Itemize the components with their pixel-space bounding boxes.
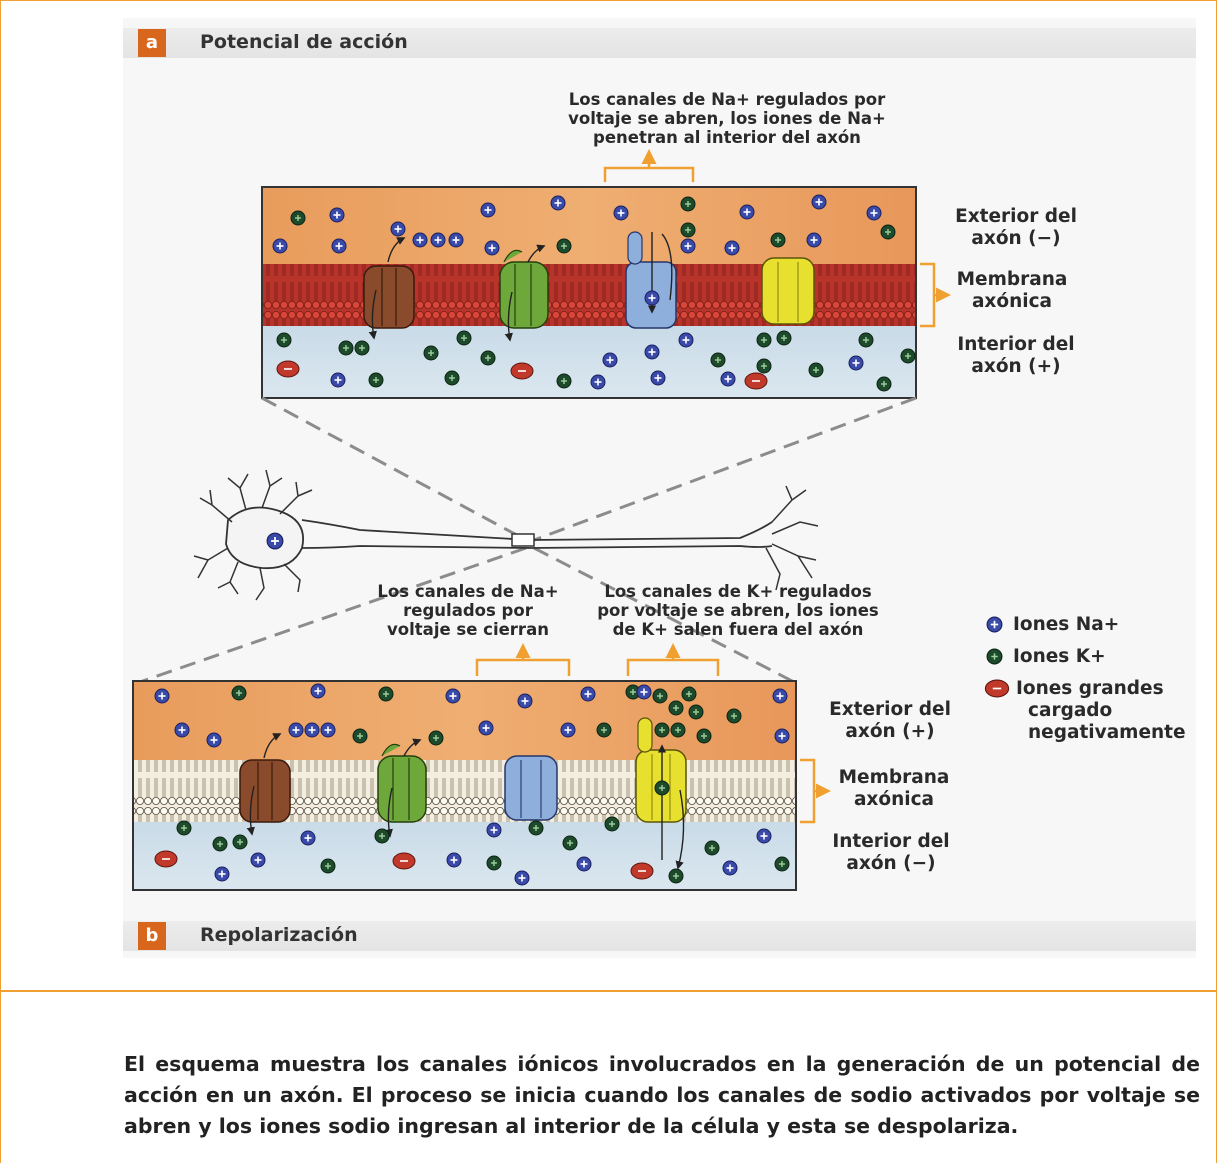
- panel-a-membrane: [262, 264, 916, 326]
- panel-b-channel-blue: [504, 755, 558, 821]
- panel-b-title: Repolarización: [200, 924, 358, 946]
- panel-a-channel-brown: [363, 265, 415, 329]
- zoom-guide-lines: [136, 396, 917, 685]
- panel-b-membrane-label-1: Membrana: [839, 767, 950, 788]
- panel-b-interior: [133, 822, 796, 890]
- panel-a-title: Potencial de acción: [200, 31, 408, 53]
- panel-a-letter: a: [138, 29, 166, 57]
- panel-b-note-left-2: regulados por: [403, 601, 534, 620]
- panel-a-channel-green: [499, 249, 549, 329]
- panel-b-note-left-3: voltaje se cierran: [387, 620, 549, 639]
- caption-divider: [0, 990, 1217, 992]
- panel-b-channel-green: [377, 743, 427, 823]
- caption-text: El esquema muestra los canales iónicos i…: [124, 1051, 1200, 1138]
- panel-b-note-left-1: Los canales de Na+: [377, 582, 558, 601]
- panel-b-diagram: [132, 643, 831, 891]
- panel-a-exterior-label-2: axón (−): [971, 228, 1060, 249]
- panel-a-exterior-label-1: Exterior del: [955, 206, 1077, 227]
- panel-b-header: [123, 921, 1196, 951]
- panel-a-note-line-3: penetran al interior del axón: [593, 128, 861, 147]
- legend-large-ion-icon: [984, 679, 1010, 698]
- panel-b-membrane: [133, 760, 796, 822]
- panel-b-letter: b: [138, 922, 166, 950]
- legend-large-label-2: cargado: [1028, 700, 1112, 721]
- panel-b-interior-label-2: axón (−): [846, 853, 935, 874]
- panel-a-note-line-2: voltaje se abren, los iones de Na+: [568, 109, 886, 128]
- dendrites: [193, 469, 819, 601]
- panel-b-membrane-label-2: axónica: [854, 789, 934, 810]
- legend-large-label-3: negativamente: [1028, 722, 1186, 743]
- panel-a-exterior: [262, 187, 916, 266]
- legend-k-label: Iones K+: [1013, 646, 1106, 667]
- panel-a-flux-arrows: [368, 232, 673, 342]
- panel-b-brackets: [475, 643, 831, 824]
- panel-b-border: [132, 680, 797, 891]
- panel-a-border: [261, 186, 917, 399]
- panel-a-membrane-label-2: axónica: [972, 291, 1052, 312]
- panel-b-exterior-label-2: axón (+): [845, 721, 934, 742]
- panel-b-channel-brown: [239, 759, 291, 823]
- panel-a-top-bracket: [603, 149, 695, 182]
- panel-a-note-line-1: Los canales de Na+ regulados por: [569, 90, 886, 109]
- panel-a-interior-label-2: axón (+): [971, 356, 1060, 377]
- panel-a-header: [123, 28, 1196, 58]
- frame-top-border: [0, 0, 1217, 1]
- panel-b-note-right-3: de K+ salen fuera del axón: [613, 620, 864, 639]
- panel-a-membrane-label-1: Membrana: [957, 269, 1068, 290]
- legend-na-icon: [986, 616, 1003, 633]
- zoom-region-marker: [511, 533, 535, 547]
- legend: Iones Na+ Iones K+ Iones grandes cargado…: [984, 614, 1186, 743]
- legend-large-label-1: Iones grandes: [1016, 678, 1164, 699]
- panel-a-channel-yellow: [761, 257, 815, 325]
- panel-b-exterior-label-1: Exterior del: [829, 699, 951, 720]
- neuron-illustration: [136, 396, 917, 685]
- panel-a-diagram: [261, 149, 951, 399]
- panel-b-labels: Los canales de Na+ regulados por voltaje…: [377, 582, 950, 874]
- panel-a-membrane-bracket: [920, 262, 951, 328]
- panel-b-note-right-1: Los canales de K+ regulados: [604, 582, 872, 601]
- frame-left-border: [0, 0, 1, 1163]
- panel-a-interior-label-1: Interior del: [957, 334, 1074, 355]
- panel-a-labels: Los canales de Na+ regulados por voltaje…: [568, 90, 1077, 377]
- panel-b-note-right-2: por voltaje se abren, los iones: [597, 601, 879, 620]
- legend-na-label: Iones Na+: [1013, 614, 1119, 635]
- panel-b-flux-arrows: [246, 733, 685, 870]
- legend-k-icon: [986, 648, 1003, 665]
- panel-b-interior-label-1: Interior del: [832, 831, 949, 852]
- panel-a-interior: [262, 326, 916, 398]
